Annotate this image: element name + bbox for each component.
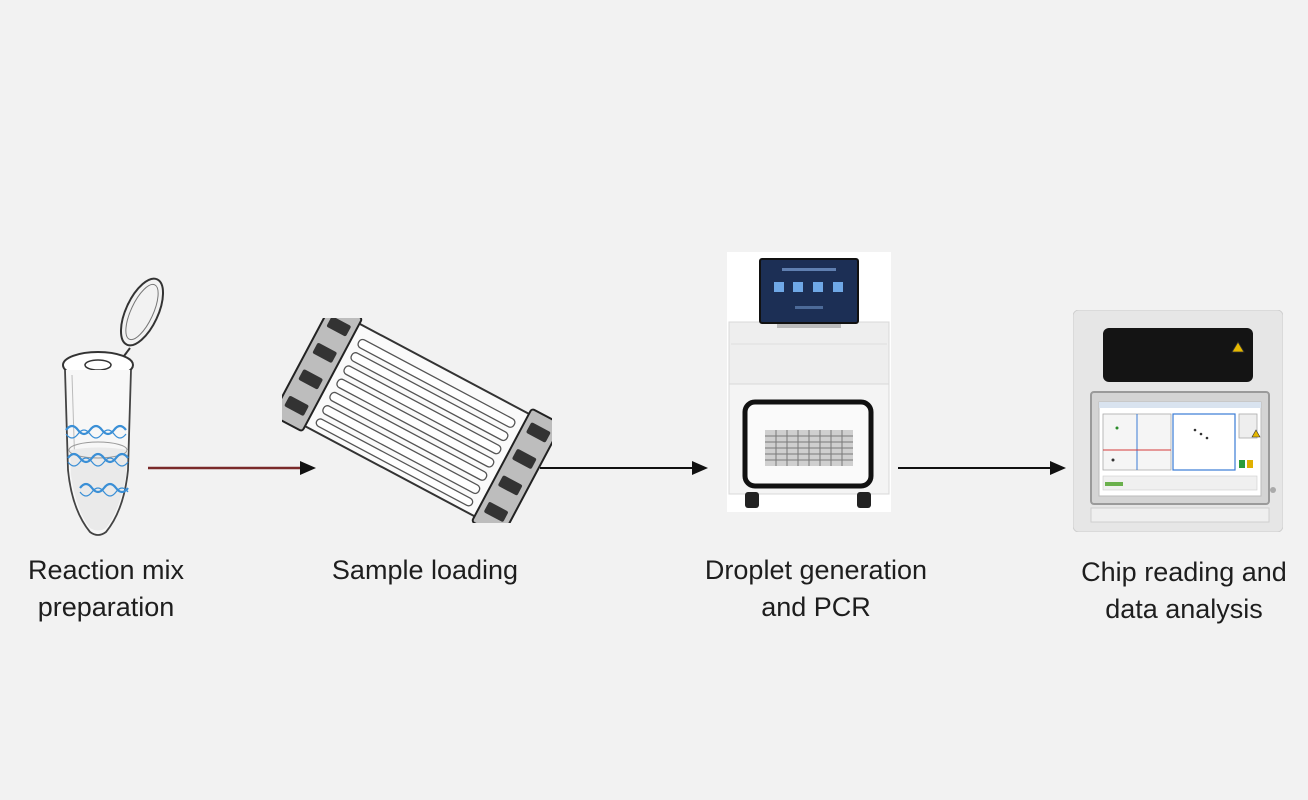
step-label-chip-reading: Chip reading and data analysis [1060, 554, 1308, 628]
step-label-droplet-generation: Droplet generation and PCR [676, 552, 956, 626]
microtube-icon [62, 277, 165, 536]
chip-cartridge-icon [282, 318, 552, 523]
arrow-step3-to-step4 [898, 461, 1066, 475]
step-label-line: Reaction mix [27, 555, 185, 585]
arrow-step2-to-step3 [540, 461, 708, 475]
step-label-sample-loading: Sample loading [305, 552, 545, 589]
arrow-step1-to-step2 [148, 461, 316, 475]
step-label-line: and PCR [761, 592, 871, 622]
chip-reader-instrument-icon [1073, 310, 1283, 532]
step-label-line: Chip reading and [1081, 557, 1287, 587]
step-label-reaction-mix: Reaction mix preparation [6, 552, 206, 626]
step-label-line: preparation [37, 592, 175, 622]
step-label-line: Droplet generation [704, 555, 928, 585]
step-label-line: data analysis [1105, 594, 1263, 624]
step-label-line: Sample loading [331, 555, 519, 585]
droplet-generator-instrument-icon [727, 252, 891, 512]
